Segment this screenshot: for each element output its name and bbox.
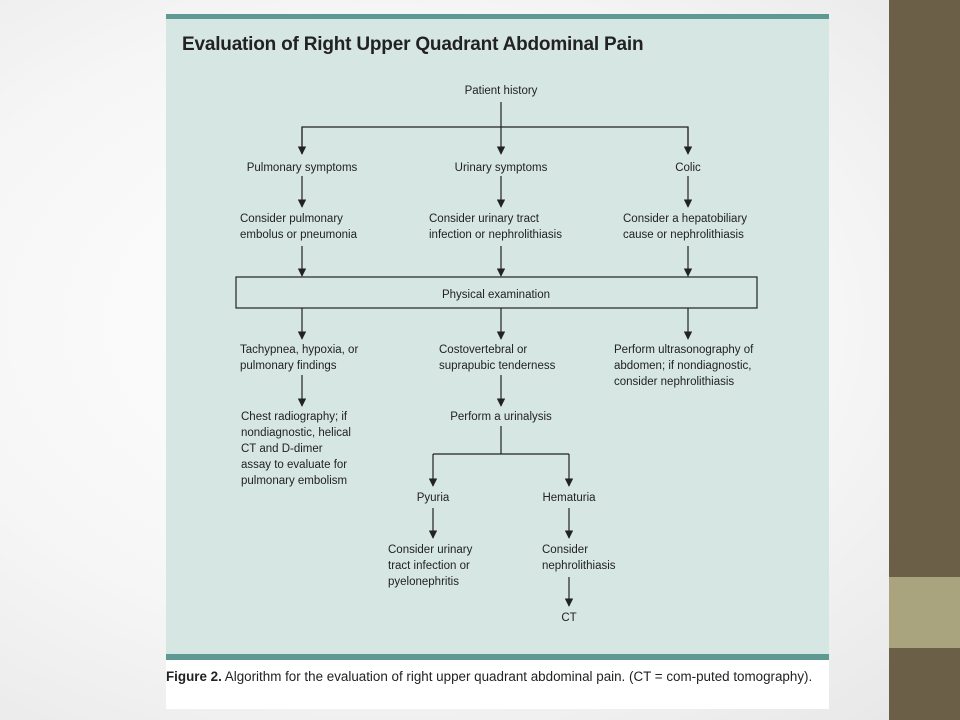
node-ct: CT <box>561 612 576 624</box>
node-urinary-symptoms: Urinary symptoms <box>455 162 548 174</box>
caption-text: Algorithm for the evaluation of right up… <box>224 669 813 684</box>
node-colic: Colic <box>675 162 701 174</box>
node-consider-urinary: Consider urinary tract infection or neph… <box>429 213 562 241</box>
node-consider-pulmonary: Consider pulmonary embolus or pneumonia <box>240 213 358 241</box>
slide-side-accent <box>889 577 960 648</box>
node-patient-history: Patient history <box>465 85 538 97</box>
figure-card: Evaluation of Right Upper Quadrant Abdom… <box>166 14 829 709</box>
physical-examination-box <box>235 276 758 309</box>
node-chest-radiography: Chest radiography; if nondiagnostic, hel… <box>241 411 354 487</box>
figure-bottom-rule <box>166 654 829 660</box>
node-consider-nephrolithiasis: Consider nephrolithiasis <box>542 544 616 572</box>
node-pulmonary-symptoms: Pulmonary symptoms <box>247 162 358 174</box>
node-ultrasonography: Perform ultrasonography of abdomen; if n… <box>614 344 757 388</box>
node-physical-examination: Physical examination <box>442 289 550 301</box>
figure-title: Evaluation of Right Upper Quadrant Abdom… <box>182 34 644 55</box>
node-hematuria: Hematuria <box>542 492 596 504</box>
flowchart: Patient history Pulmonary symptoms Urina… <box>235 85 758 624</box>
figure-caption: Figure 2. Algorithm for the evaluation o… <box>166 668 829 686</box>
node-consider-uti: Consider urinary tract infection or pyel… <box>388 544 476 588</box>
node-consider-hepatobiliary: Consider a hepatobiliary cause or nephro… <box>623 213 750 241</box>
flow-connectors <box>235 102 758 607</box>
node-costovertebral: Costovertebral or suprapubic tenderness <box>439 344 556 372</box>
caption-label: Figure 2. <box>166 669 222 684</box>
node-urinalysis: Perform a urinalysis <box>450 411 552 423</box>
node-tachypnea: Tachypnea, hypoxia, or pulmonary finding… <box>240 344 361 372</box>
node-pyuria: Pyuria <box>417 492 450 504</box>
